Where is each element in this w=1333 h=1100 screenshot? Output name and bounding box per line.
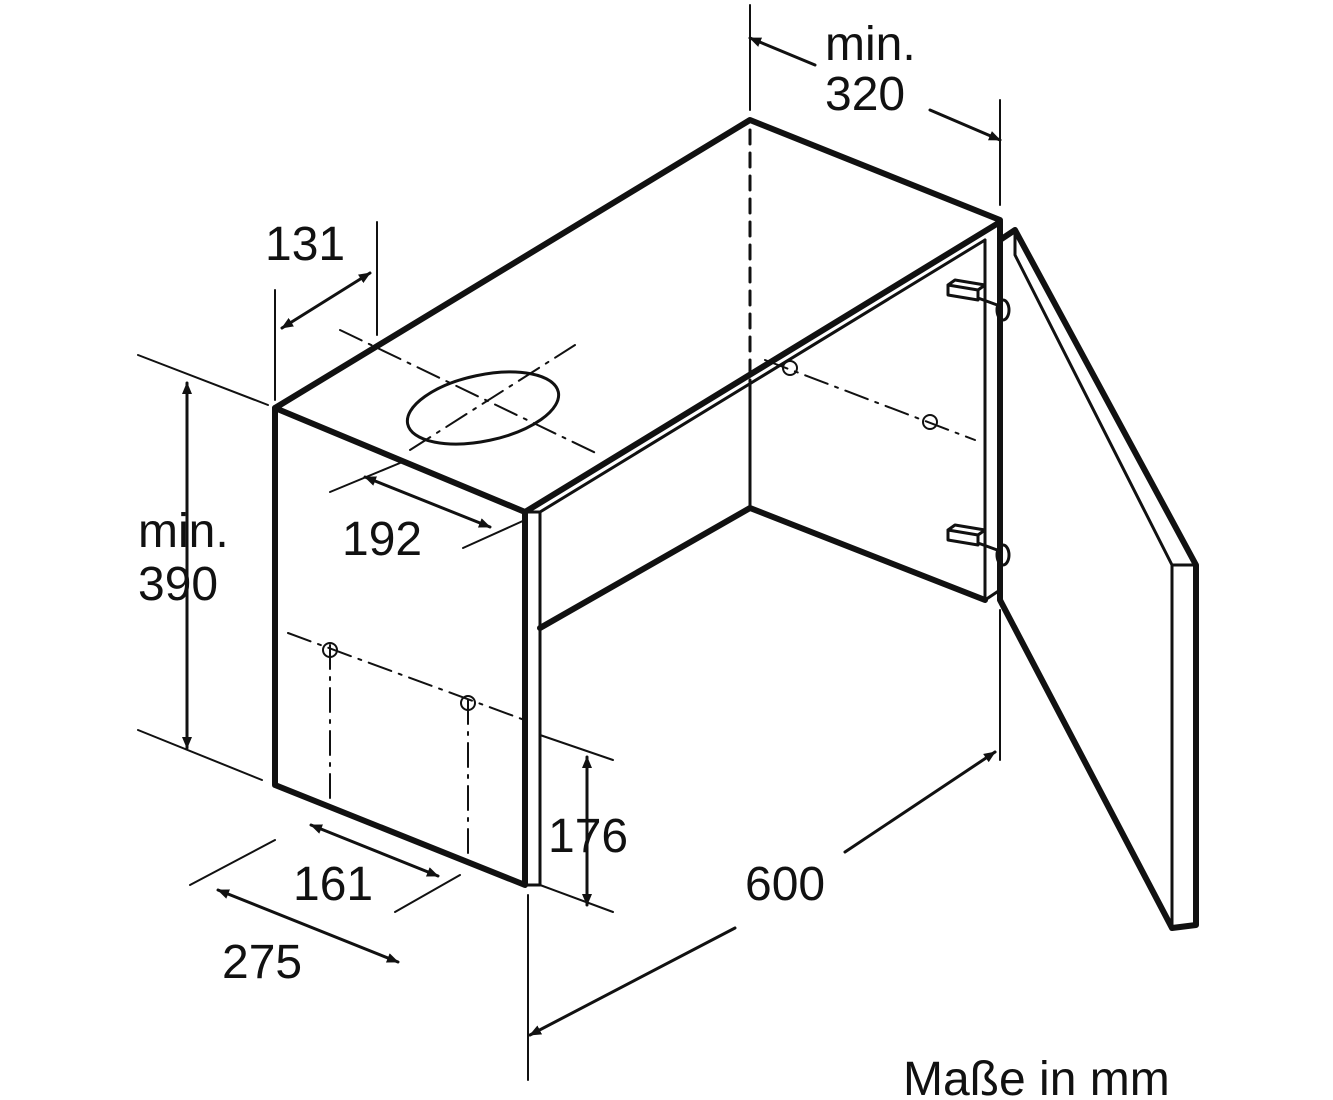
mounting-holes	[287, 359, 976, 861]
front-hole-2	[460, 695, 476, 711]
duct-hole	[405, 370, 561, 446]
hinge-top	[946, 278, 1011, 322]
front-edge-inner	[538, 238, 987, 514]
duct-opening	[339, 329, 601, 456]
dim-line-600-a	[528, 926, 737, 1037]
width-min-value: 320	[825, 68, 905, 121]
top-panel	[272, 117, 1003, 411]
duct-depth-offset-label: 192	[342, 513, 422, 566]
front-panel	[272, 405, 528, 888]
units-note: Maße in mm	[903, 1053, 1170, 1100]
hole-spacing-label: 161	[293, 858, 373, 911]
dim-line-600-b	[843, 750, 997, 854]
dimension-lines	[182, 36, 1002, 1037]
back-hole-2	[922, 414, 938, 430]
depth-label: 275	[222, 936, 302, 989]
front-edge-strip	[523, 510, 542, 887]
door-panel	[997, 227, 1199, 931]
cabinet-body	[272, 117, 1003, 888]
hinges	[946, 278, 1011, 567]
width-min-label: min.	[825, 18, 916, 71]
dim-line-192	[363, 475, 492, 529]
dim-line-320-b	[928, 108, 1002, 142]
height-min-value: 390	[138, 558, 218, 611]
duct-centerline-b	[409, 344, 576, 451]
hole-height-label: 176	[548, 810, 628, 863]
dim-line-320-a	[748, 36, 817, 67]
bottom-shelf-edge	[537, 505, 988, 631]
back-hole-1	[782, 360, 798, 376]
dim-line-131	[280, 271, 372, 330]
dimension-labels: min. 320 131 192 min. 390 176 161 275 60…	[138, 18, 1170, 1100]
top-front-edge	[522, 219, 1003, 515]
extension-lines	[137, 4, 1001, 1081]
width-label: 600	[745, 858, 825, 911]
front-hole-1	[322, 642, 338, 658]
back-hole-centerline	[764, 359, 976, 441]
front-hole-centerline	[287, 632, 531, 723]
hinge-bottom	[946, 523, 1011, 567]
dim-line-161	[309, 823, 440, 878]
duct-offset-label: 131	[265, 218, 345, 271]
duct-centerline-a	[339, 329, 601, 456]
dim-line-275	[216, 888, 400, 964]
door-edge	[1013, 228, 1174, 930]
height-min-label: min.	[138, 505, 229, 558]
door	[997, 227, 1199, 931]
